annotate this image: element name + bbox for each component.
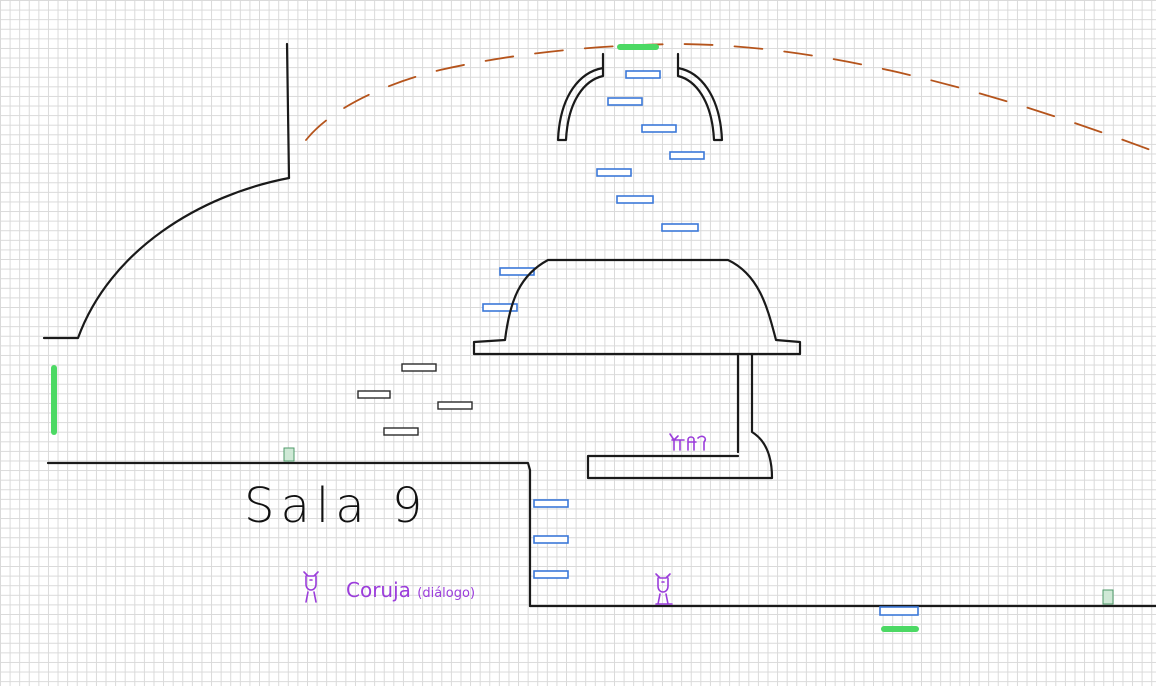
- central-pillar: [586, 352, 774, 480]
- platform: [533, 499, 569, 508]
- jump-trajectory: [305, 43, 1156, 153]
- gray-platforms: [357, 363, 473, 436]
- platform: [482, 303, 518, 312]
- top-tower-left: [556, 52, 605, 142]
- platform: [625, 70, 661, 79]
- platform: [499, 267, 535, 276]
- top-tower-right: [676, 52, 724, 142]
- spring-icon: [1102, 589, 1114, 605]
- platform: [383, 427, 419, 436]
- platform: [357, 390, 391, 399]
- platform: [641, 124, 677, 133]
- wall-platforms: [533, 499, 569, 579]
- platform: [533, 535, 569, 544]
- platform: [437, 401, 473, 410]
- room-title: Sala 9: [244, 478, 429, 534]
- creature-icon: [669, 433, 707, 451]
- npc-name: Coruja: [346, 578, 411, 602]
- spring-icon: [283, 447, 295, 462]
- npc-note: (diálogo): [417, 586, 476, 601]
- upper-platforms: [482, 70, 705, 312]
- platform: [661, 223, 699, 232]
- owl-icon: [303, 571, 319, 603]
- central-dome: [472, 258, 802, 356]
- left-dome-curve: [42, 176, 291, 340]
- left-tower-wall: [285, 42, 291, 180]
- bottom-platform: [879, 606, 919, 616]
- npc-label: Coruja (diálogo): [346, 578, 475, 602]
- main-floor-left: [46, 461, 532, 608]
- platform: [533, 570, 569, 579]
- platform: [596, 168, 632, 177]
- platform: [607, 97, 643, 106]
- platform: [669, 151, 705, 160]
- platform: [401, 363, 437, 372]
- owl-icon: [655, 573, 673, 605]
- platform: [616, 195, 654, 204]
